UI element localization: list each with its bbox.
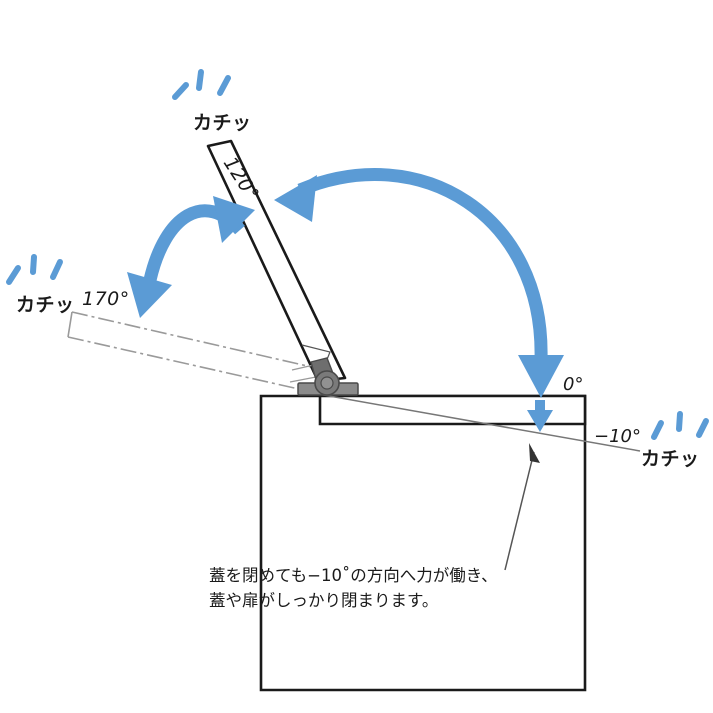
cabinet-lid-plate bbox=[318, 394, 587, 426]
panel-170-left-cap bbox=[67, 311, 73, 338]
arc-arrowhead-lower bbox=[518, 355, 564, 398]
cabinet-outer-box bbox=[259, 394, 587, 692]
angle-label-minus-10: −10° bbox=[594, 426, 641, 447]
sparkle-tick bbox=[196, 69, 204, 91]
arc-arrow-120-to-170 bbox=[127, 196, 255, 318]
sparkle-right bbox=[651, 411, 709, 440]
minus-10-degree-line bbox=[317, 393, 641, 452]
force-arrow-down bbox=[527, 400, 553, 432]
klick-label-left: カチッ bbox=[16, 294, 75, 316]
sparkle-tick bbox=[6, 265, 21, 285]
sparkle-tick bbox=[30, 254, 37, 275]
panel-170-degrees bbox=[67, 311, 317, 393]
klick-label-top: カチッ bbox=[193, 112, 252, 134]
leader-shaft bbox=[504, 451, 535, 571]
arc-small-arrowhead-down bbox=[127, 272, 172, 318]
panel-120-degrees bbox=[206, 139, 347, 383]
sparkle-tick bbox=[651, 420, 664, 440]
sparkle-tick bbox=[676, 411, 683, 432]
angle-label-170: 170° bbox=[82, 288, 130, 310]
caption-line-2: 蓋や扉がしっかり閉まります。 bbox=[209, 590, 439, 610]
panel-120-outline bbox=[206, 139, 347, 383]
arc-arrowhead-upper bbox=[274, 175, 317, 222]
sparkle-left bbox=[6, 254, 63, 285]
arc-arrow-close-sweep bbox=[274, 168, 564, 398]
cabinet-body bbox=[259, 394, 587, 692]
sparkle-tick bbox=[50, 259, 63, 280]
hinge-assembly bbox=[289, 344, 359, 396]
sparkle-top bbox=[172, 69, 231, 100]
caption-line-1: 蓋を閉めても−10˚の方向へ力が働き、 bbox=[209, 566, 498, 585]
sparkle-tick bbox=[696, 418, 709, 438]
force-arrow-head bbox=[527, 410, 553, 432]
caption-leader-line bbox=[504, 443, 540, 571]
minus-10-ray bbox=[317, 393, 641, 452]
panel-170-bottom-edge bbox=[67, 336, 313, 393]
klick-label-right: カチッ bbox=[641, 448, 700, 470]
panel-170-top-edge bbox=[71, 311, 317, 369]
leader-arrowhead bbox=[529, 443, 540, 463]
angle-label-0: 0° bbox=[563, 374, 584, 395]
force-arrow-shaft bbox=[535, 400, 545, 413]
sparkle-tick bbox=[217, 75, 231, 96]
arc-sweep-path bbox=[297, 168, 548, 361]
explanatory-caption: 蓋を閉めても−10˚の方向へ力が働き、蓋や扉がしっかり閉まります。 bbox=[209, 564, 498, 614]
hinge-pivot-inner bbox=[320, 376, 334, 390]
sparkle-tick bbox=[172, 82, 189, 100]
arc-small-arrowhead-up bbox=[213, 196, 255, 243]
